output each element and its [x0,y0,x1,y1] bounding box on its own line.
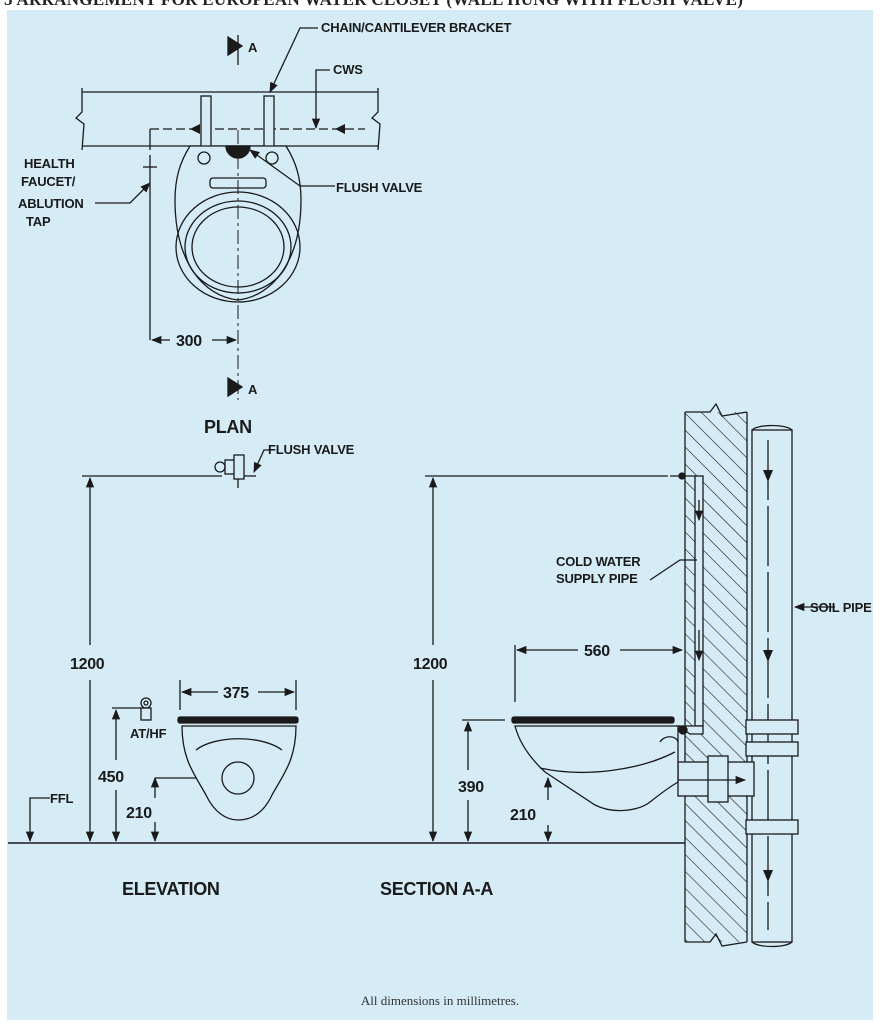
flush-valve-elev [214,449,270,488]
label-flush-valve-elev: FLUSH VALVE [268,442,355,457]
label-cws: CWS [333,62,363,77]
wall-section [684,402,748,947]
label-soil-pipe: SOIL PIPE [810,600,872,615]
label-cold-water-2: SUPPLY PIPE [556,571,638,586]
section-view [425,402,835,948]
section-title: SECTION A-A [380,879,493,899]
section-marker-bottom: A [248,382,258,397]
dim-390-label: 390 [458,779,484,796]
section-dims [425,475,697,843]
wc-pan-section [511,716,679,812]
cws-riser [670,472,704,735]
ffl-marker [25,797,50,843]
plan-leaders [95,27,335,204]
plan-view [75,27,381,400]
dim-210-section-label: 210 [510,807,536,824]
dim-560-label: 560 [584,643,610,660]
hf-tap-plan [143,155,157,340]
dim-375-label: 375 [223,685,249,702]
label-cold-water-1: COLD WATER [556,554,641,569]
label-hf-line2: FAUCET/ [21,174,76,189]
elevation-title: ELEVATION [122,879,220,899]
pan-connector [620,755,755,803]
dim-210-elev-label: 210 [126,805,152,822]
dim-375-elev [179,680,297,710]
label-flush-valve-plan: FLUSH VALVE [336,180,423,195]
section-marker-top: A [248,40,258,55]
dim-300-label: 300 [176,333,202,350]
label-hf-line3: ABLUTION [18,196,84,211]
plan-title: PLAN [204,417,252,437]
dim-1200-elev-label: 1200 [70,656,105,673]
dim-1200-section-label: 1200 [413,656,448,673]
footer-note: All dimensions in millimetres. [360,993,520,1008]
soil-pipe [745,424,835,948]
label-ffl: FFL [50,791,73,806]
sheet-header: 5 ARRANGEMENT FOR EUROPEAN WATER CLOSET … [0,0,880,10]
hf-tap-elev [112,697,152,721]
dim-450-label: 450 [98,769,124,786]
label-hf-line4: TAP [26,214,51,229]
section-mark-bottom [227,376,244,398]
elevation-view [8,449,685,844]
label-bracket: CHAIN/CANTILEVER BRACKET [321,20,511,35]
label-hf-line1: HEALTH [24,156,75,171]
wc-pan-elev [177,716,299,821]
section-mark-top [227,35,244,65]
plan-wall [75,88,381,151]
cws-pipe-plan [149,124,365,150]
label-at-hf: AT/HF [130,726,167,741]
sheet-title: 5 ARRANGEMENT FOR EUROPEAN WATER CLOSET … [4,0,743,10]
